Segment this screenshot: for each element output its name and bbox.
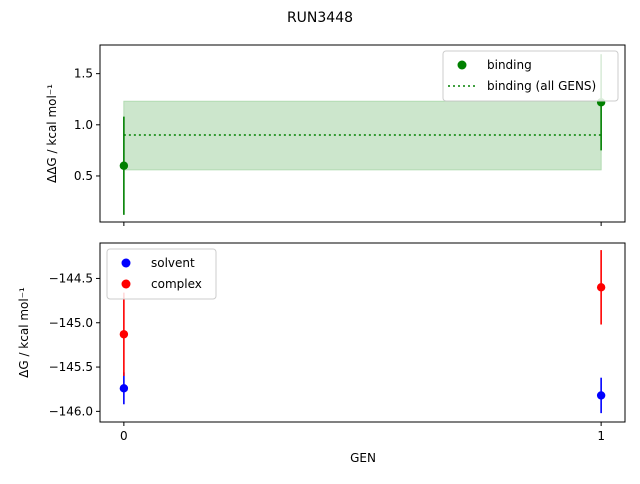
- data-point: [596, 283, 606, 292]
- y-axis-label: ΔG / kcal mol⁻¹: [17, 287, 31, 378]
- y-axis-label: ΔΔG / kcal mol⁻¹: [45, 84, 59, 183]
- figure-title: RUN3448: [287, 10, 353, 26]
- data-point: [119, 161, 129, 170]
- bottom-panel: −144.5 −145.0 −145.5 −146.0 0 1 ΔG / kcal mol⁻…: [17, 242, 626, 443]
- x-axis-label: GEN: [350, 451, 376, 465]
- legend-box: [106, 248, 217, 300]
- y-tick-label: 1.0: [74, 118, 93, 132]
- uncertainty-band: [123, 100, 602, 171]
- y-tick-label: −145.5: [49, 360, 93, 374]
- legend-marker: [121, 258, 131, 268]
- y-tick-label: −145.0: [49, 316, 93, 330]
- y-tick-label: −146.0: [49, 404, 93, 418]
- y-tick-label: 1.5: [74, 67, 93, 81]
- legend-label: solvent: [151, 256, 195, 270]
- legend: solvent complex: [106, 248, 217, 300]
- legend-box: [442, 50, 619, 102]
- legend-label: binding (all GENS): [487, 79, 596, 93]
- legend: binding binding (all GENS): [442, 50, 619, 102]
- data-point: [596, 391, 606, 400]
- x-tick-label: 1: [597, 429, 605, 443]
- x-tick-label: 0: [120, 429, 128, 443]
- y-tick-label: 0.5: [74, 169, 93, 183]
- data-point: [119, 384, 129, 393]
- axes-frame: [99, 242, 626, 423]
- axes-frame: [99, 44, 626, 223]
- legend-marker: [121, 279, 131, 289]
- legend-marker: [457, 60, 467, 70]
- legend-label: complex: [151, 277, 202, 291]
- y-tick-label: −144.5: [49, 271, 93, 285]
- legend-label: binding: [487, 58, 532, 72]
- data-point: [119, 330, 129, 339]
